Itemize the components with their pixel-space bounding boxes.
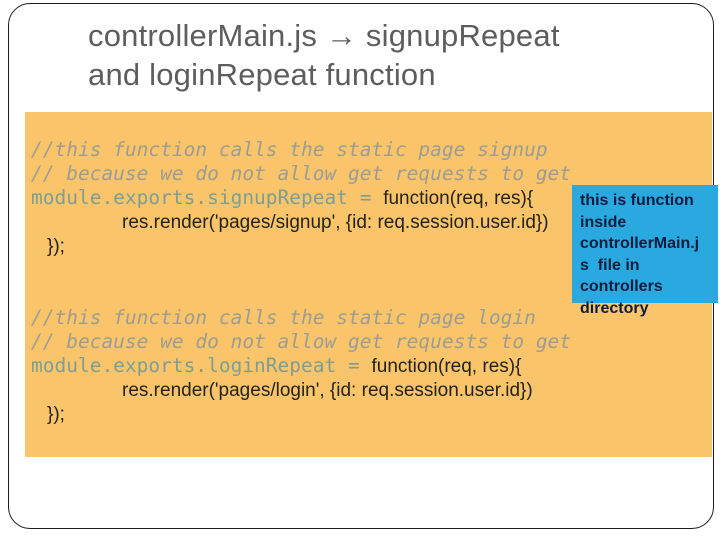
callout-text-line: this is function: [580, 192, 694, 209]
code-function-signature: function(req, res){: [383, 188, 534, 209]
code-render-call: res.render('pages/signup', {id: req.sess…: [122, 212, 549, 233]
code-comment: //this function calls the static page si…: [31, 138, 548, 161]
code-declaration: module.exports.signupRepeat = function(r…: [31, 186, 712, 210]
code-comment: // because we do not allow get requests …: [31, 330, 572, 353]
callout-box: this is function inside controllerMain.j…: [572, 185, 718, 317]
code-export-path: module.exports.signupRepeat =: [31, 186, 384, 209]
callout-text-line: controllers: [580, 278, 663, 295]
code-declaration: module.exports.loginRepeat = function(re…: [31, 354, 712, 378]
code-export-path: module.exports.loginRepeat =: [31, 354, 372, 377]
code-comment: //this function calls the static page lo…: [31, 306, 536, 329]
callout-text-line: directory: [580, 299, 649, 317]
callout-text-line: s file in: [580, 256, 640, 274]
code-comment: // because we do not allow get requests …: [31, 162, 572, 185]
slide-title-line-2: and loginRepeat function: [88, 57, 436, 92]
slide-title: controllerMain.js → signupRepeat and log…: [88, 16, 688, 94]
code-closing-brace: });: [47, 404, 65, 425]
code-render-call: res.render('pages/login', {id: req.sessi…: [122, 380, 533, 401]
code-panel: //this function calls the static page si…: [25, 112, 712, 457]
callout-text-line: controllerMain.j: [580, 235, 700, 252]
callout-text-line: inside: [580, 213, 627, 231]
code-closing-brace: });: [47, 236, 65, 257]
code-function-signature: function(req, res){: [371, 356, 522, 377]
slide-title-line-1: controllerMain.js → signupRepeat: [88, 18, 560, 53]
